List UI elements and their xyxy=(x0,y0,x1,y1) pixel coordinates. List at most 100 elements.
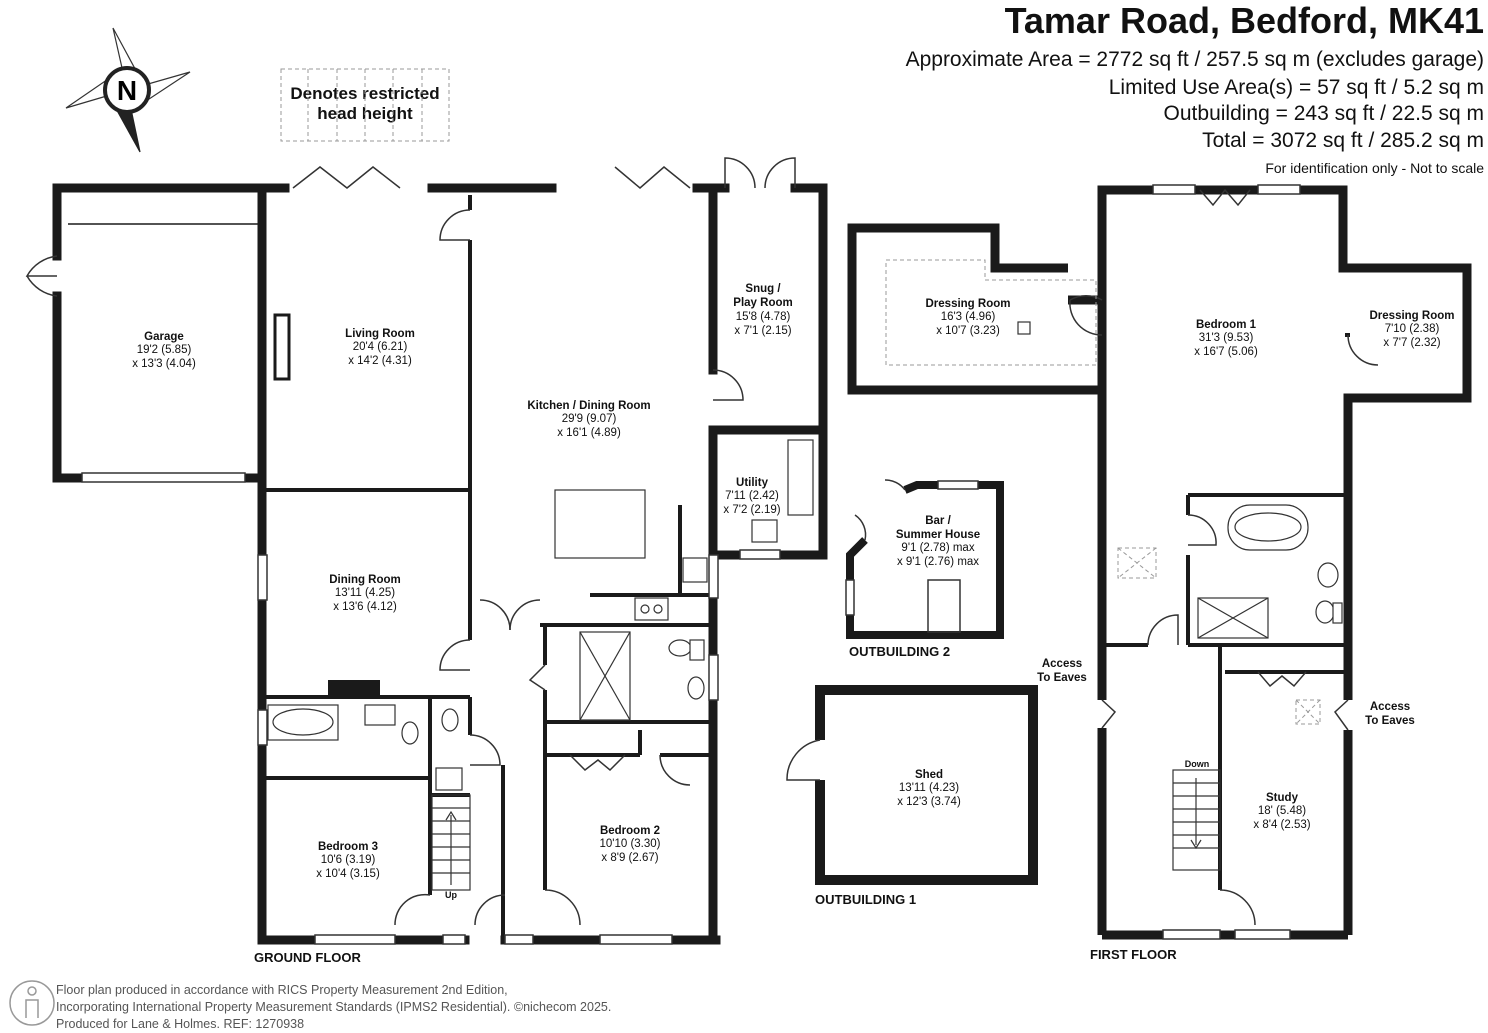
north-compass-icon: N xyxy=(65,27,191,153)
footer-line-3: Produced for Lane & Holmes. REF: 1270938 xyxy=(56,1017,305,1031)
stairs-down-label: Down xyxy=(1185,759,1210,769)
garage-label: Garage 19'2 (5.85) x 13'3 (4.04) xyxy=(132,331,196,370)
ground-floor-label: GROUND FLOOR xyxy=(254,950,361,965)
compass-letter: N xyxy=(117,75,137,106)
outbuilding-area: Outbuilding = 243 sq ft / 22.5 sq m xyxy=(1163,102,1484,125)
utility-label: Utility 7'11 (2.42) x 7'2 (2.19) xyxy=(723,477,780,516)
dressing-room-2-label: Dressing Room 7'10 (2.38) x 7'7 (2.32) xyxy=(1370,310,1455,349)
svg-text:x 8'9 (2.67): x 8'9 (2.67) xyxy=(601,852,658,864)
stair-labels: Up Down xyxy=(445,759,1209,900)
shed-door xyxy=(786,739,821,781)
outbuilding-1-label: OUTBUILDING 1 xyxy=(815,892,916,907)
footer-line-1: Floor plan produced in accordance with R… xyxy=(56,983,508,997)
svg-text:x 7'2 (2.19): x 7'2 (2.19) xyxy=(723,504,780,516)
garage-door xyxy=(81,472,246,483)
outbuilding-2-walls xyxy=(846,481,1004,639)
svg-text:16'3 (4.96): 16'3 (4.96) xyxy=(941,311,996,323)
legend-box xyxy=(280,68,450,142)
first-floor-fixtures xyxy=(1197,504,1343,639)
svg-text:Snug /: Snug / xyxy=(745,283,781,295)
access-eaves-right-1: Access xyxy=(1370,701,1410,713)
svg-text:x 12'3 (3.74): x 12'3 (3.74) xyxy=(897,796,961,808)
svg-text:x 10'7 (3.23): x 10'7 (3.23) xyxy=(936,325,1000,337)
hatch-icon xyxy=(1017,321,1031,335)
svg-text:x 8'4 (2.53): x 8'4 (2.53) xyxy=(1253,819,1310,831)
ground-floor-doors xyxy=(25,157,796,926)
ground-floor-windows xyxy=(257,549,781,945)
svg-text:10'10 (3.30): 10'10 (3.30) xyxy=(599,838,660,850)
footer-line-2: Incorporating International Property Mea… xyxy=(56,1000,612,1014)
svg-text:x 9'1 (2.76) max: x 9'1 (2.76) max xyxy=(897,556,979,568)
plan-title: Tamar Road, Bedford, MK41 xyxy=(1004,0,1484,41)
svg-text:Garage: Garage xyxy=(144,331,184,343)
total-area: Total = 3072 sq ft / 285.2 sq m xyxy=(1202,129,1484,152)
svg-text:10'6 (3.19): 10'6 (3.19) xyxy=(321,854,376,866)
limited-use-area: Limited Use Area(s) = 57 sq ft / 5.2 sq … xyxy=(1108,76,1484,99)
ground-staircase xyxy=(431,794,471,891)
svg-text:x 7'7 (2.32): x 7'7 (2.32) xyxy=(1383,337,1440,349)
study-label: Study 18' (5.48) x 8'4 (2.53) xyxy=(1253,792,1310,831)
bar-summer-house-label: Bar / Summer House 9'1 (2.78) max x 9'1 … xyxy=(896,515,980,568)
svg-text:Kitchen / Dining Room: Kitchen / Dining Room xyxy=(527,400,650,412)
snug-label: Snug / Play Room 15'8 (4.78) x 7'1 (2.15… xyxy=(733,283,792,337)
svg-text:Bedroom 3: Bedroom 3 xyxy=(318,841,378,853)
svg-text:x 16'7 (5.06): x 16'7 (5.06) xyxy=(1194,346,1258,358)
svg-text:x 16'1 (4.89): x 16'1 (4.89) xyxy=(557,427,621,439)
disclaimer: For identification only - Not to scale xyxy=(1265,160,1484,176)
outbuilding-2-details xyxy=(845,479,979,633)
svg-text:Summer House: Summer House xyxy=(896,529,980,541)
svg-text:19'2 (5.85): 19'2 (5.85) xyxy=(137,344,192,356)
outbuilding-2-label: OUTBUILDING 2 xyxy=(849,644,950,659)
first-floor-doors xyxy=(1069,188,1379,926)
dressing-room-1-label: Dressing Room 16'3 (4.96) x 10'7 (3.23) xyxy=(926,298,1011,337)
access-eaves-left-1: Access xyxy=(1042,658,1082,670)
svg-text:7'10 (2.38): 7'10 (2.38) xyxy=(1385,323,1440,335)
svg-text:18' (5.48): 18' (5.48) xyxy=(1258,805,1306,817)
access-eaves-left-2: To Eaves xyxy=(1037,672,1087,684)
stairs-up-label: Up xyxy=(445,890,457,900)
svg-text:20'4 (6.21): 20'4 (6.21) xyxy=(353,341,408,353)
svg-text:Dressing Room: Dressing Room xyxy=(1370,310,1455,322)
svg-text:x 7'1 (2.15): x 7'1 (2.15) xyxy=(734,325,791,337)
access-eaves-right-2: To Eaves xyxy=(1365,715,1415,727)
kitchen-label: Kitchen / Dining Room 29'9 (9.07) x 16'1… xyxy=(527,400,650,439)
restricted-height-areas xyxy=(885,259,1321,725)
svg-text:x 13'6 (4.12): x 13'6 (4.12) xyxy=(333,601,397,613)
shed-label: Shed 13'11 (4.23) x 12'3 (3.74) xyxy=(897,769,961,808)
svg-text:13'11 (4.23): 13'11 (4.23) xyxy=(899,782,959,794)
ground-fixtures xyxy=(267,439,814,791)
svg-text:Play Room: Play Room xyxy=(733,297,792,309)
outbuilding-1-walls xyxy=(815,685,1038,885)
svg-text:Bar /: Bar / xyxy=(925,515,951,527)
approximate-area: Approximate Area = 2772 sq ft / 257.5 sq… xyxy=(905,48,1484,71)
svg-text:29'9 (9.07): 29'9 (9.07) xyxy=(562,413,617,425)
svg-text:x 14'2 (4.31): x 14'2 (4.31) xyxy=(348,355,412,367)
svg-text:13'11 (4.25): 13'11 (4.25) xyxy=(335,587,395,599)
ground-floor-walls xyxy=(52,183,828,945)
bedroom-2-label: Bedroom 2 10'10 (3.30) x 8'9 (2.67) xyxy=(599,825,660,864)
svg-text:Study: Study xyxy=(1266,792,1299,804)
bedroom-3-label: Bedroom 3 10'6 (3.19) x 10'4 (3.15) xyxy=(316,841,380,880)
svg-text:Utility: Utility xyxy=(736,477,769,489)
svg-text:Living Room: Living Room xyxy=(345,328,415,340)
footer-credits: Floor plan produced in accordance with R… xyxy=(56,982,611,1033)
svg-text:Bedroom 1: Bedroom 1 xyxy=(1196,319,1257,331)
svg-text:Dressing Room: Dressing Room xyxy=(926,298,1011,310)
room-labels: Garage 19'2 (5.85) x 13'3 (4.04) Living … xyxy=(132,283,1454,880)
first-floor-windows xyxy=(1152,184,1301,940)
bedroom-1-label: Bedroom 1 31'3 (9.53) x 16'7 (5.06) xyxy=(1194,319,1258,358)
living-room-label: Living Room 20'4 (6.21) x 14'2 (4.31) xyxy=(345,328,415,367)
svg-text:Dining Room: Dining Room xyxy=(329,574,401,586)
first-floor-label: FIRST FLOOR xyxy=(1090,947,1177,962)
first-floor-walls xyxy=(847,185,1472,940)
svg-text:31'3 (9.53): 31'3 (9.53) xyxy=(1199,332,1254,344)
svg-text:Shed: Shed xyxy=(915,769,943,781)
svg-text:7'11 (2.42): 7'11 (2.42) xyxy=(725,490,779,502)
person-logo-icon xyxy=(9,980,55,1026)
svg-text:Bedroom 2: Bedroom 2 xyxy=(600,825,660,837)
access-labels: Access To Eaves Access To Eaves xyxy=(1037,658,1415,727)
floor-labels: GROUND FLOOR FIRST FLOOR OUTBUILDING 1 O… xyxy=(254,644,1177,965)
svg-text:9'1 (2.78) max: 9'1 (2.78) max xyxy=(901,542,974,554)
svg-text:x 10'4 (3.15): x 10'4 (3.15) xyxy=(316,868,380,880)
